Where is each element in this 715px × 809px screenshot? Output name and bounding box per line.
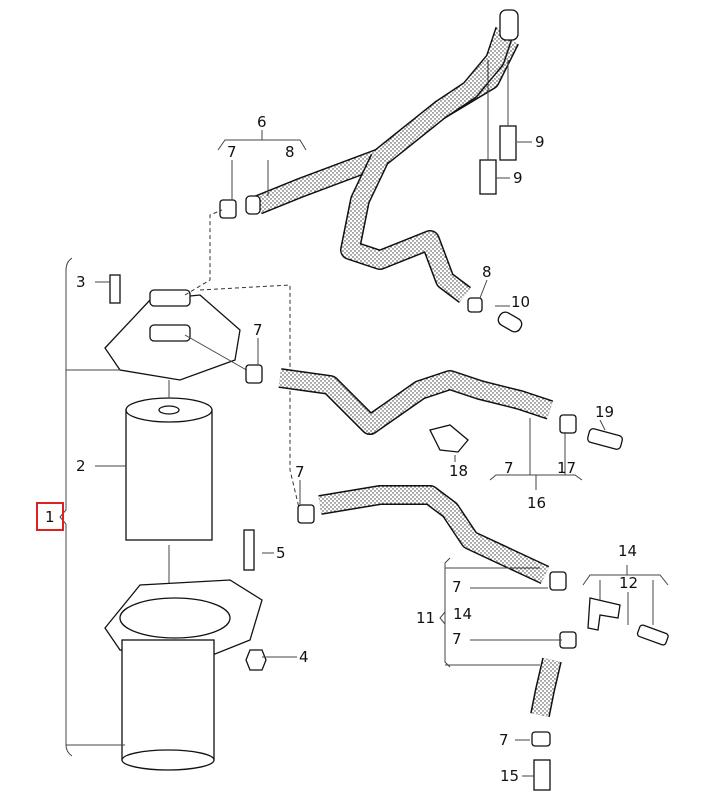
filter-cartridge (125, 380, 213, 615)
hose-clamp (219, 199, 237, 219)
sensor-14 (636, 624, 669, 646)
hose-clamp (467, 297, 483, 313)
pipe-stub (499, 125, 517, 161)
callout-8[interactable]: 8 (482, 263, 492, 281)
callout-12[interactable]: 12 (619, 574, 638, 592)
callout-7[interactable]: 7 (499, 731, 509, 749)
callout-5[interactable]: 5 (276, 544, 286, 562)
callout-17[interactable]: 17 (557, 459, 576, 477)
callout-1[interactable]: 1 (45, 508, 55, 526)
callout-4[interactable]: 4 (299, 648, 309, 666)
callout-7[interactable]: 7 (452, 578, 462, 596)
pipe-end-10 (497, 311, 523, 333)
upper-hose-assembly (219, 9, 523, 333)
pipe-19 (587, 428, 623, 450)
callout-10[interactable]: 10 (511, 293, 530, 311)
callout-8[interactable]: 8 (285, 143, 295, 161)
hose-clamp (559, 414, 577, 434)
hose-clamp (549, 571, 567, 591)
callout-7[interactable]: 7 (227, 143, 237, 161)
callout-2[interactable]: 2 (76, 457, 86, 475)
callout-9[interactable]: 9 (535, 133, 545, 151)
hose-clamp (531, 731, 551, 747)
pipe-stub (479, 159, 497, 195)
callout-14[interactable]: 14 (453, 605, 472, 623)
bolt-3 (109, 274, 121, 304)
pipe-15 (533, 759, 551, 791)
callout-14[interactable]: 14 (618, 542, 637, 560)
leader-lines (59, 130, 669, 777)
lower-hose-assembly (297, 485, 669, 791)
callout-9[interactable]: 9 (513, 169, 523, 187)
hose-clamp (297, 504, 315, 524)
callout-18[interactable]: 18 (449, 462, 468, 480)
callout-7[interactable]: 7 (504, 459, 514, 477)
bolt-5 (243, 529, 255, 571)
callout-7[interactable]: 7 (295, 463, 305, 481)
callout-11[interactable]: 11 (416, 609, 435, 627)
t-piece (587, 597, 621, 631)
hose-clamp (245, 364, 263, 384)
callout-6[interactable]: 6 (257, 113, 267, 131)
callout-7[interactable]: 7 (253, 321, 263, 339)
callout-3[interactable]: 3 (76, 273, 86, 291)
filter-housing (104, 529, 267, 771)
callout-15[interactable]: 15 (500, 767, 519, 785)
middle-hose (245, 364, 623, 453)
highlight-box (36, 502, 64, 531)
callout-7[interactable]: 7 (452, 630, 462, 648)
hose-clamp (559, 631, 577, 649)
callout-labels: 6 7 8 9 9 3 7 8 10 2 19 7 18 7 17 16 1 5… (36, 113, 638, 785)
nut-4 (245, 649, 267, 671)
callout-19[interactable]: 19 (595, 403, 614, 421)
clip-18 (429, 424, 469, 453)
callout-16[interactable]: 16 (527, 494, 546, 512)
